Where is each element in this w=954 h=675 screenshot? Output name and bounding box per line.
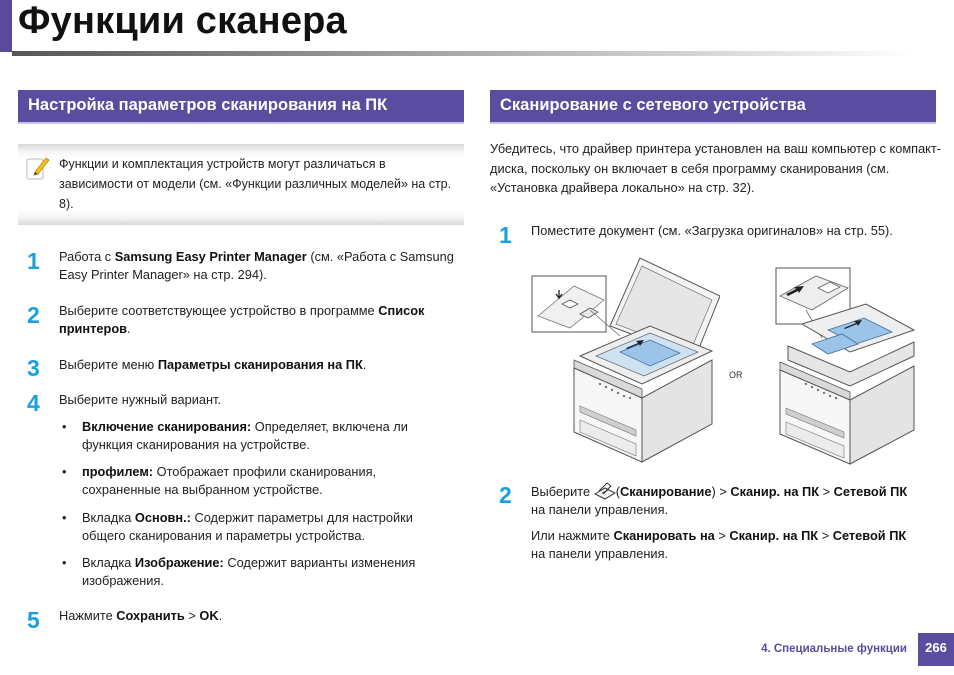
title-rule	[12, 51, 916, 56]
bullet-text: Включение сканирования: Определяет, вклю…	[82, 419, 408, 452]
section-heading-text: Сканирование с сетевого устройства	[500, 96, 806, 114]
step-number: 5	[27, 607, 40, 633]
step-text: Выберите нужный вариант.	[59, 392, 222, 407]
step-number: 2	[499, 482, 512, 508]
bullet-text: Вкладка Основн.: Содержит параметры для …	[82, 510, 413, 543]
section-heading-text: Настройка параметров сканирования на ПК	[28, 96, 388, 114]
page-number: 266	[918, 633, 954, 666]
step-text: Выберите меню Параметры сканирования на …	[59, 357, 367, 372]
page-title: Функции сканера	[18, 0, 347, 42]
step-text: Выберите (Сканирование) > Сканир. на ПК …	[531, 482, 908, 517]
bullet-mark: •	[62, 419, 67, 434]
bullet-text: Вкладка Изображение: Содержит варианты и…	[82, 555, 416, 588]
step-number: 3	[27, 355, 40, 381]
step-number: 1	[499, 222, 512, 248]
intro-text: Убедитесь, что драйвер принтера установл…	[490, 141, 942, 195]
bullet-mark: •	[62, 464, 67, 479]
step-text: Работа с Samsung Easy Printer Manager (с…	[59, 249, 454, 282]
note-pencil-icon	[26, 157, 50, 180]
step-text: Поместите документ (см. «Загрузка оригин…	[531, 223, 893, 238]
printer-adf-illustration	[775, 267, 916, 465]
or-label: OR	[729, 370, 743, 380]
note-text: Функции и комплектация устройств могут р…	[59, 157, 452, 211]
section-heading-network-scan: Сканирование с сетевого устройства	[490, 90, 936, 124]
note-box: Функции и комплектация устройств могут р…	[18, 144, 464, 225]
printer-flatbed-illustration	[531, 257, 720, 463]
bullet-mark: •	[62, 510, 67, 525]
step-number: 4	[27, 390, 40, 416]
section-heading-pc-scan-settings: Настройка параметров сканирования на ПК	[18, 90, 464, 124]
step-number: 1	[27, 248, 40, 274]
step-alt-text: Или нажмите Сканировать на > Сканир. на …	[531, 528, 907, 561]
title-side-mark	[0, 0, 12, 52]
bullet-mark: •	[62, 555, 67, 570]
footer-chapter-label: 4. Специальные функции	[761, 643, 907, 655]
step-number: 2	[27, 302, 40, 328]
bullet-text: профилем: Отображает профили сканировани…	[82, 464, 377, 497]
step-text: Выберите соответствующее устройство в пр…	[59, 303, 425, 336]
scan-icon	[593, 482, 616, 500]
step-text: Нажмите Сохранить > OK.	[59, 608, 223, 623]
